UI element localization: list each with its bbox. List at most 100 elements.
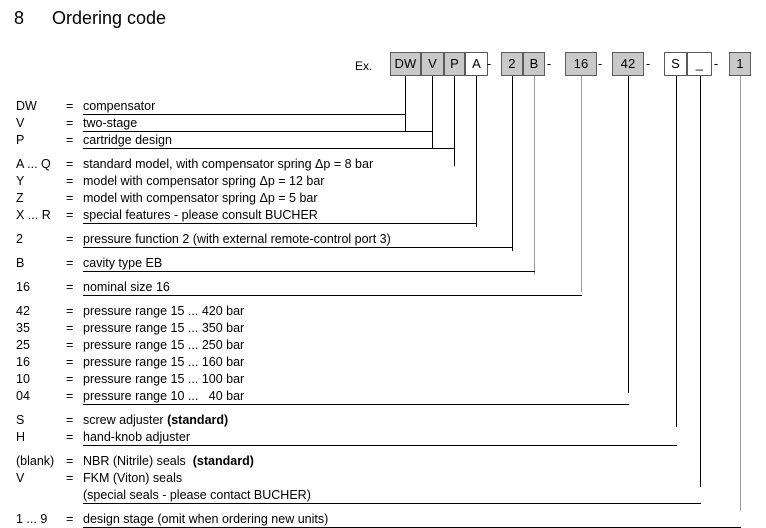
spec-row-description: pressure range 15 ... 420 bar <box>83 304 245 318</box>
spec-row: Y = model with compensator spring Δp = 12 … <box>0 173 766 190</box>
code-separator-dash: - <box>645 56 651 71</box>
code-box-2: 2 <box>501 52 523 76</box>
spec-row-rule <box>83 223 477 224</box>
spec-row-description: pressure range 15 ... 160 bar <box>83 355 245 369</box>
spec-row-description: pressure range 15 ... 100 bar <box>83 372 245 386</box>
spec-row-rule <box>83 295 582 296</box>
spec-row-rule <box>83 271 535 272</box>
spec-row: (blank)=NBR (Nitrile) seals (standard) <box>0 453 766 470</box>
example-label: Ex. <box>355 59 373 73</box>
spec-row: 10 = pressure range 15 ... 100 bar <box>0 371 766 388</box>
spec-row: 1 ... 9=design stage (omit when ordering… <box>0 511 766 528</box>
spec-row-code: V <box>16 471 25 485</box>
spec-row-rule <box>83 503 701 504</box>
spec-row-code: (blank) <box>16 454 55 468</box>
spec-row-equals: = <box>66 454 74 468</box>
spec-row: X ... R = special features - please consul… <box>0 207 766 224</box>
spec-row-equals: = <box>66 280 74 294</box>
code-separator-dash: - <box>546 56 552 71</box>
spec-row-rule <box>83 247 513 248</box>
code-box-s: S <box>664 52 687 76</box>
code-separator-dash: - <box>597 56 603 71</box>
spec-row-equals: = <box>66 372 74 386</box>
spec-row: A ... Q=standard model, with compensator… <box>0 156 766 173</box>
spec-row-equals: = <box>66 116 74 130</box>
spec-row-description: pressure range 15 ... 250 bar <box>83 338 245 352</box>
spec-row-equals: = <box>66 232 74 246</box>
spec-row-equals: = <box>66 133 74 147</box>
code-box-dw: DW <box>390 52 421 76</box>
spec-row-rule <box>83 131 433 132</box>
spec-row: 16 = nominal size 16 <box>0 279 766 296</box>
spec-row-code: Z <box>16 191 24 205</box>
spec-row-rule <box>83 445 677 446</box>
spec-row-equals: = <box>66 99 74 113</box>
spec-row-equals: = <box>66 471 74 485</box>
spec-row: 04=pressure range 10 ... 40 bar <box>0 388 766 405</box>
spec-row-equals: = <box>66 208 74 222</box>
spec-row: 25=pressure range 15 ... 250 bar <box>0 337 766 354</box>
spec-row-equals: = <box>66 321 74 335</box>
spec-row-rule <box>83 404 629 405</box>
spec-row-code: V <box>16 116 25 130</box>
spec-row-equals: = <box>66 191 74 205</box>
code-box-a: A <box>465 52 488 76</box>
spec-row: (special seals - please contact BUCHER) <box>0 487 766 504</box>
spec-row: DW=compensator <box>0 98 766 115</box>
spec-row: H=hand-knob adjuster <box>0 429 766 446</box>
spec-row-code: 25 <box>16 338 30 352</box>
spec-row-code: P <box>16 133 25 147</box>
spec-row-description: pressure function 2 (with external remot… <box>83 232 391 246</box>
spec-row-description: model with compensator spring Δp = 5 bar <box>83 191 318 205</box>
spec-row-equals: = <box>66 430 74 444</box>
section-number: 8 <box>14 8 25 28</box>
spec-row-description-emphasis: (standard) <box>192 454 254 468</box>
spec-row-equals: = <box>66 355 74 369</box>
spec-row-description: compensator <box>83 99 156 113</box>
spec-row-description: special features - please consult BUCHER <box>83 208 318 222</box>
code-box-1: 1 <box>729 52 751 76</box>
spec-row-description: pressure range 15 ... 350 bar <box>83 321 245 335</box>
spec-row-rule <box>83 148 455 149</box>
spec-row-description: screw adjuster (standard) <box>83 413 229 427</box>
spec-row-description: cartridge design <box>83 133 172 147</box>
code-box-16: 16 <box>565 52 597 76</box>
spec-row-rule <box>83 114 406 115</box>
spec-row: Z = model with compensator spring Δp = 5 b… <box>0 190 766 207</box>
spec-row-description: cavity type EB <box>83 256 163 270</box>
page-heading: 8 Ordering code <box>0 0 766 44</box>
code-separator-dash: - <box>486 56 492 71</box>
spec-row-equals: = <box>66 389 74 403</box>
code-box-blank: _ <box>687 52 712 76</box>
spec-row-description: model with compensator spring Δp = 12 ba… <box>83 174 325 188</box>
spec-row-description: (special seals - please contact BUCHER) <box>83 488 311 502</box>
spec-row: 35=pressure range 15 ... 350 bar <box>0 320 766 337</box>
spec-row: 42 = pressure range 15 ... 420 bar <box>0 303 766 320</box>
code-separator-dash: - <box>713 56 719 71</box>
spec-row-description: hand-knob adjuster <box>83 430 191 444</box>
spec-row-description: FKM (Viton) seals <box>83 471 183 485</box>
page-title: Ordering code <box>52 8 167 28</box>
spec-row-code: X ... R <box>16 208 51 222</box>
spec-row: V = FKM (Viton) seals <box>0 470 766 487</box>
spec-row-description: design stage (omit when ordering new uni… <box>83 512 329 526</box>
spec-row-description: nominal size 16 <box>83 280 170 294</box>
spec-row-description-emphasis: (standard) <box>167 413 229 427</box>
spec-row-equals: = <box>66 174 74 188</box>
spec-row-equals: = <box>66 157 74 171</box>
spec-row-code: 04 <box>16 389 30 403</box>
spec-row: P = cartridge design <box>0 132 766 149</box>
spec-row-code: 42 <box>16 304 30 318</box>
spec-row-equals: = <box>66 304 74 318</box>
spec-row-code: B <box>16 256 25 270</box>
spec-row-code: Y <box>16 174 25 188</box>
spec-row: B=cavity type EB <box>0 255 766 272</box>
spec-row: 16 = pressure range 15 ... 160 bar <box>0 354 766 371</box>
spec-row-code: 16 <box>16 355 30 369</box>
spec-row: S=screw adjuster (standard) <box>0 412 766 429</box>
spec-row-code: 16 <box>16 280 30 294</box>
spec-row-code: 10 <box>16 372 30 386</box>
spec-row-description: standard model, with compensator spring … <box>83 157 374 171</box>
